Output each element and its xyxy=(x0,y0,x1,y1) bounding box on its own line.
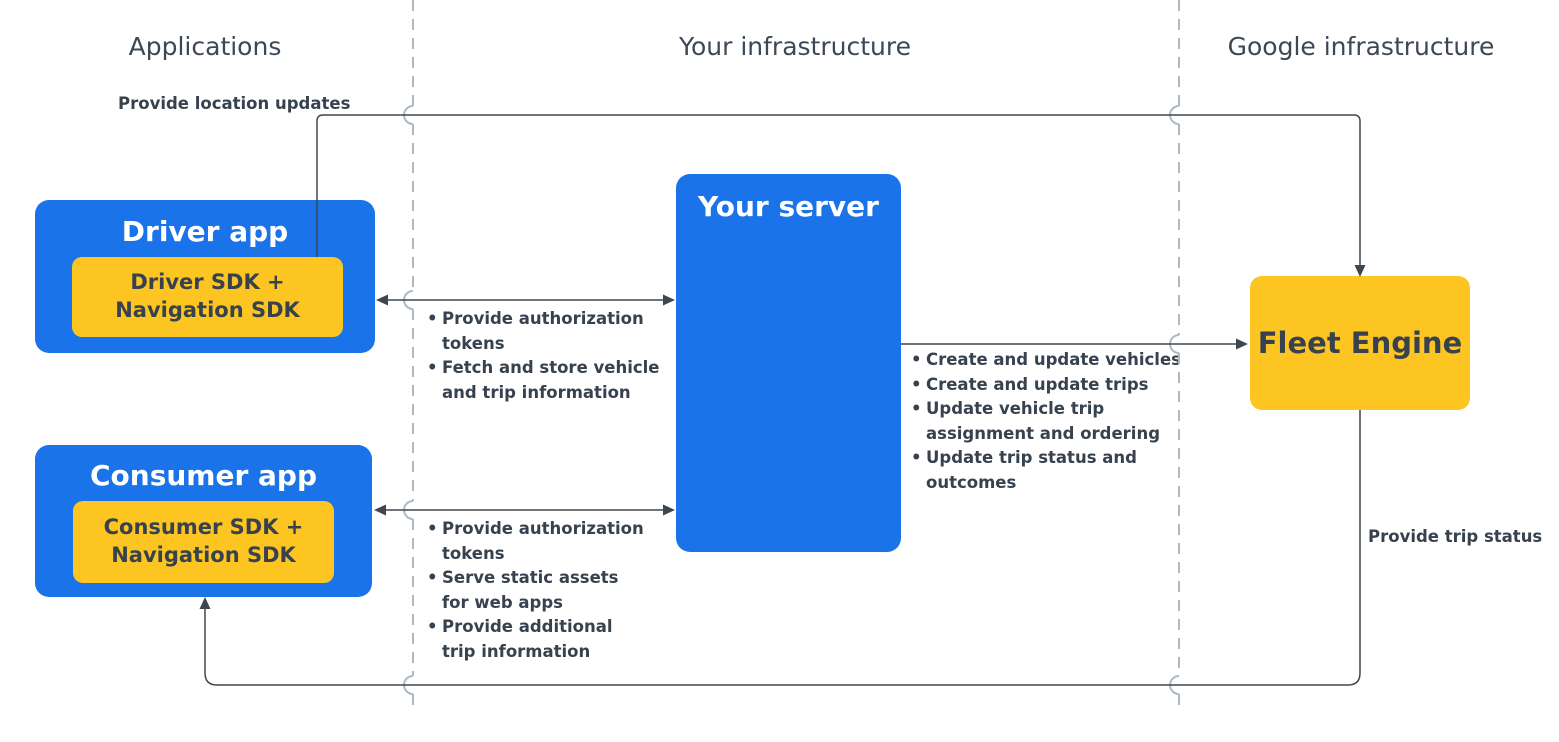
consumer-sdk-box: Consumer SDK + Navigation SDK xyxy=(73,501,334,583)
arrowhead-up-icon xyxy=(199,597,211,609)
arrowhead-left-icon xyxy=(376,294,388,306)
arrowhead-right-icon xyxy=(1236,338,1248,350)
column-header-google-infrastructure: Google infrastructure xyxy=(1227,32,1495,61)
driver-app-title: Driver app xyxy=(121,215,289,248)
edge-label-provide-location-updates: Provide location updates xyxy=(118,94,351,113)
consumer-app-title: Consumer app xyxy=(89,459,318,492)
bullet-item: Provide authorization tokens xyxy=(427,307,662,356)
bullet-item: Serve static assets for web apps xyxy=(427,566,662,615)
consumer-app-box: Consumer app Consumer SDK + Navigation S… xyxy=(35,445,372,597)
driver-server-bullet-list: Provide authorization tokens Fetch and s… xyxy=(427,307,662,405)
bullet-item: Provide authorization tokens xyxy=(427,517,662,566)
driver-sdk-box: Driver SDK + Navigation SDK xyxy=(72,257,343,337)
consumer-server-bullet-list: Provide authorization tokens Serve stati… xyxy=(427,517,662,664)
edge-consumer-server xyxy=(374,504,675,516)
fleet-engine-box: Fleet Engine xyxy=(1250,276,1470,410)
bullet-item: Create and update vehicles xyxy=(911,348,1181,373)
bullet-item: Update trip status and outcomes xyxy=(911,446,1181,495)
bullet-item: Fetch and store vehicle and trip informa… xyxy=(427,356,662,405)
your-server-box: Your server xyxy=(676,174,901,552)
arrowhead-left-icon xyxy=(374,504,386,516)
bullet-item: Create and update trips xyxy=(911,373,1181,398)
bullet-item: Provide additional trip information xyxy=(427,615,662,664)
bullet-item: Update vehicle trip assignment and order… xyxy=(911,397,1181,446)
server-fleet-bullet-list: Create and update vehicles Create and up… xyxy=(911,348,1181,495)
column-divider-left xyxy=(403,0,414,713)
arrowhead-right-icon xyxy=(663,504,675,516)
column-header-your-infrastructure: Your infrastructure xyxy=(679,32,911,61)
your-server-title: Your server xyxy=(698,190,879,223)
column-header-applications: Applications xyxy=(128,32,282,61)
arrowhead-right-icon xyxy=(663,294,675,306)
edge-driver-server xyxy=(376,294,675,306)
edge-label-provide-trip-status: Provide trip status xyxy=(1368,527,1543,546)
driver-app-box: Driver app Driver SDK + Navigation SDK xyxy=(35,200,375,353)
